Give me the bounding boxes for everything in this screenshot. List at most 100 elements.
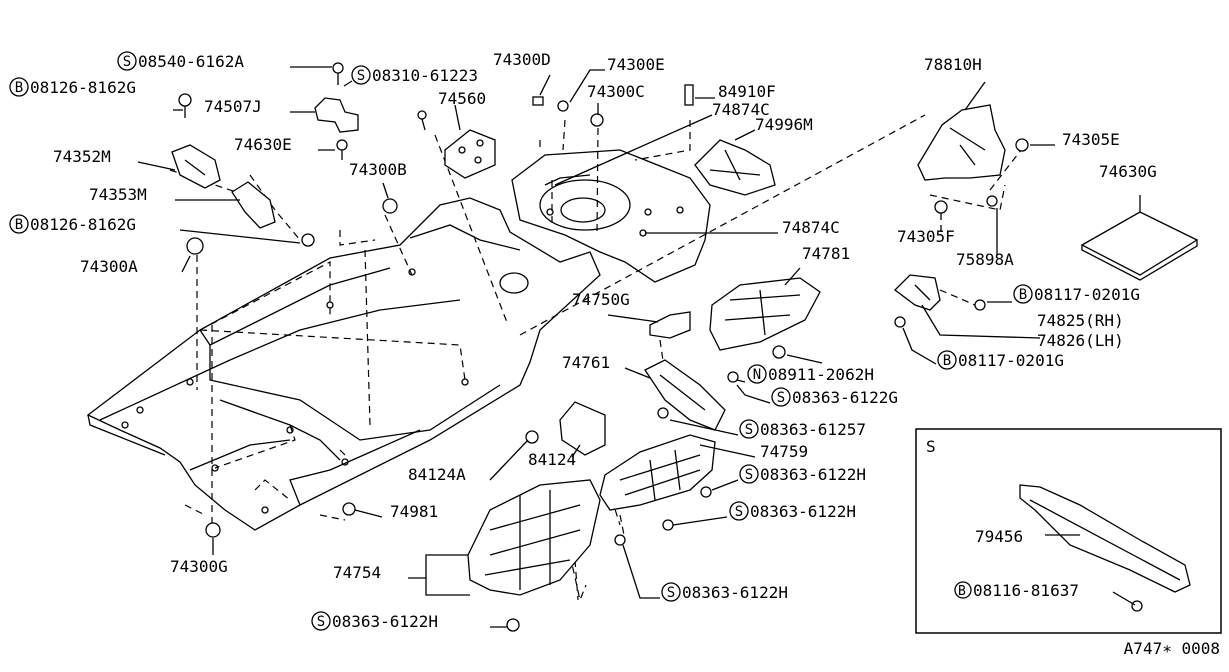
callout-text: 74630E bbox=[234, 135, 292, 154]
callout-text: 74754 bbox=[333, 563, 381, 582]
callout-p-74630e: 74630E bbox=[234, 135, 292, 154]
callout-text: 74825(RH) bbox=[1037, 311, 1124, 330]
callout-p-74300c: 74300C bbox=[587, 82, 645, 101]
callout-prefix-circle bbox=[739, 464, 759, 484]
callout-text: 74352M bbox=[53, 147, 111, 166]
callout-text: 08363-6122H bbox=[760, 465, 866, 484]
callout-p-74981: 74981 bbox=[390, 502, 438, 521]
part-74353m bbox=[231, 181, 276, 229]
part-78810h bbox=[917, 104, 1006, 181]
callout-text: 08911-2062H bbox=[768, 365, 874, 384]
part-74560 bbox=[444, 129, 496, 179]
callout-s-08310-61223: S 08310-61223 bbox=[351, 65, 478, 85]
callout-p-74874c-1: 74874C bbox=[712, 100, 770, 119]
callout-p-74630g: 74630G bbox=[1099, 162, 1157, 181]
callout-text: 74630G bbox=[1099, 162, 1157, 181]
callout-prefix: S bbox=[667, 585, 675, 601]
callout-text: 08310-61223 bbox=[372, 66, 478, 85]
callout-text: 84124 bbox=[528, 450, 576, 469]
callout-p-74759: 74759 bbox=[760, 442, 808, 461]
callout-prefix-circle bbox=[661, 582, 681, 602]
callout-text: 08117-0201G bbox=[1034, 285, 1140, 304]
part-79456 bbox=[1019, 484, 1191, 593]
callout-b-08117-0201g-1: B 08117-0201G bbox=[1013, 284, 1140, 304]
callout-text: 74300B bbox=[349, 160, 407, 179]
callout-text: 74874C bbox=[782, 218, 840, 237]
callout-p-74300a: 74300A bbox=[80, 257, 138, 276]
callout-s-08540-6162a: S 08540-6162A bbox=[117, 51, 244, 71]
callout-text: 74305F bbox=[897, 227, 955, 246]
callout-prefix-circle bbox=[739, 419, 759, 439]
leader-lines bbox=[137, 66, 1141, 628]
callout-prefix: B bbox=[15, 217, 23, 233]
callout-text: 74300D bbox=[493, 50, 551, 69]
callout-text: 74761 bbox=[562, 353, 610, 372]
inset-bolt-label: 08116-81637 bbox=[973, 581, 1079, 600]
callout-p-84124a: 84124A bbox=[408, 465, 466, 484]
callout-p-74781: 74781 bbox=[802, 244, 850, 263]
callout-s-08363-6122g: S 08363-6122G bbox=[771, 387, 898, 407]
callout-p-84124: 84124 bbox=[528, 450, 576, 469]
callout-p-74826lh: 74826(LH) bbox=[1037, 331, 1124, 350]
callout-prefix-circle bbox=[1013, 284, 1033, 304]
callout-prefix: S bbox=[357, 68, 365, 84]
callout-p-74750g: 74750G bbox=[572, 290, 630, 309]
callout-p-74996m: 74996M bbox=[755, 115, 813, 134]
callout-p-74353m: 74353M bbox=[89, 185, 147, 204]
callout-text: 74759 bbox=[760, 442, 808, 461]
inset-title: S bbox=[926, 437, 936, 456]
callout-text: 84910F bbox=[718, 82, 776, 101]
callout-text: 74300E bbox=[607, 55, 665, 74]
callout-prefix: B bbox=[1019, 287, 1027, 303]
inset-part-label: 79456 bbox=[975, 527, 1023, 546]
callout-text: 08126-8162G bbox=[30, 78, 136, 97]
callout-text: 75898A bbox=[956, 250, 1014, 269]
callout-prefix-circle bbox=[311, 611, 331, 631]
callout-text: 08363-6122H bbox=[682, 583, 788, 602]
callout-s-08363-6122h-3: S 08363-6122H bbox=[661, 582, 788, 602]
callout-text: 08540-6162A bbox=[138, 52, 244, 71]
callout-text: 74305E bbox=[1062, 130, 1120, 149]
callout-p-74300b: 74300B bbox=[349, 160, 407, 179]
callout-prefix: S bbox=[745, 422, 753, 438]
callout-text: 08363-6122H bbox=[750, 502, 856, 521]
fasteners bbox=[178, 62, 1143, 632]
inset-box: S 79456 B 08116-81637 bbox=[915, 428, 1222, 634]
floor-panel bbox=[86, 197, 601, 531]
callout-text: 74996M bbox=[755, 115, 813, 134]
callout-text: 74750G bbox=[572, 290, 630, 309]
callout-text: 08363-6122G bbox=[792, 388, 898, 407]
callout-prefix: S bbox=[123, 54, 131, 70]
callout-text: 74507J bbox=[204, 97, 262, 116]
callout-prefix: S bbox=[777, 390, 785, 406]
part-74761 bbox=[644, 359, 726, 431]
callout-p-74874c-2: 74874C bbox=[782, 218, 840, 237]
callout-p-78810h: 78810H bbox=[924, 55, 982, 74]
part-74825-74826 bbox=[894, 274, 941, 311]
callout-prefix-circle bbox=[9, 214, 29, 234]
callout-prefix-circle bbox=[351, 65, 371, 85]
inset-bolt-prefix: B bbox=[958, 584, 966, 599]
part-84124 bbox=[559, 401, 606, 456]
part-74630g bbox=[1080, 211, 1199, 281]
callout-text: 74353M bbox=[89, 185, 147, 204]
callout-prefix-circle bbox=[117, 51, 137, 71]
rear-floor-panel bbox=[511, 149, 711, 283]
callout-prefix: S bbox=[317, 614, 325, 630]
part-74750g bbox=[649, 311, 691, 339]
callout-prefix-circle bbox=[747, 364, 767, 384]
callout-prefix: S bbox=[745, 467, 753, 483]
callout-p-74300e: 74300E bbox=[607, 55, 665, 74]
callout-prefix-circle bbox=[9, 77, 29, 97]
part-74781 bbox=[709, 277, 821, 351]
callout-s-08363-6122h-1: S 08363-6122H bbox=[739, 464, 866, 484]
part-74754 bbox=[467, 479, 601, 596]
callout-p-74754: 74754 bbox=[333, 563, 381, 582]
figure-code: A747∗ 0008 bbox=[1124, 639, 1220, 658]
callout-p-74507j: 74507J bbox=[204, 97, 262, 116]
